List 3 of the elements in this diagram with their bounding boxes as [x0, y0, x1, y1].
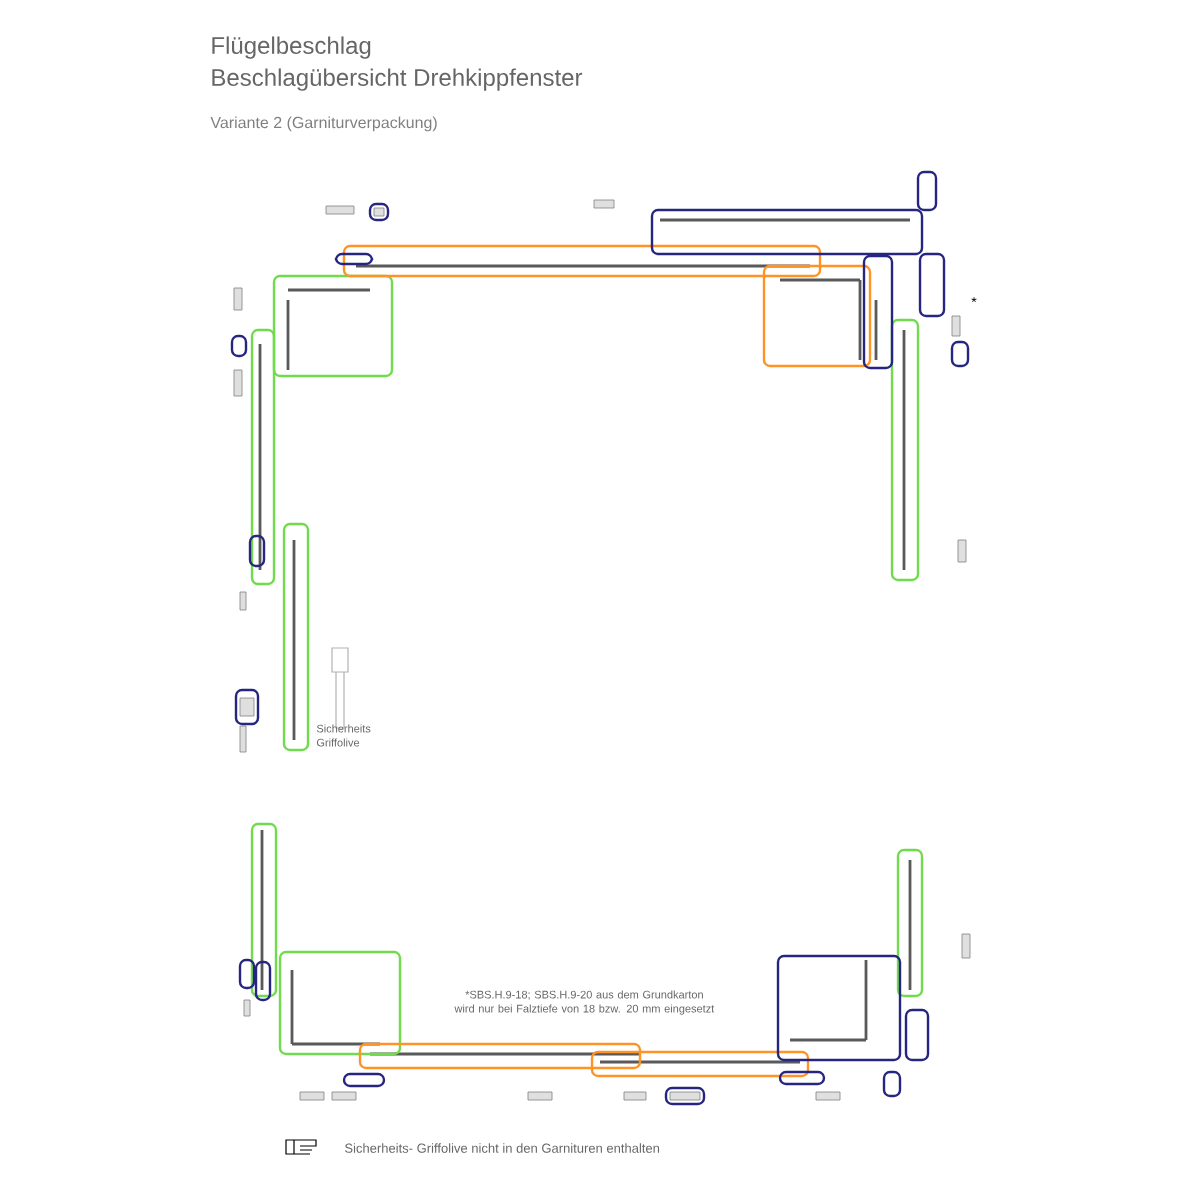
variant-label: Variante 2 (Garniturverpackung) — [210, 116, 437, 132]
subtitle: Beschlagübersicht Drehkippfenster — [212, 68, 583, 91]
title: Flügelbeschlag — [212, 36, 371, 59]
